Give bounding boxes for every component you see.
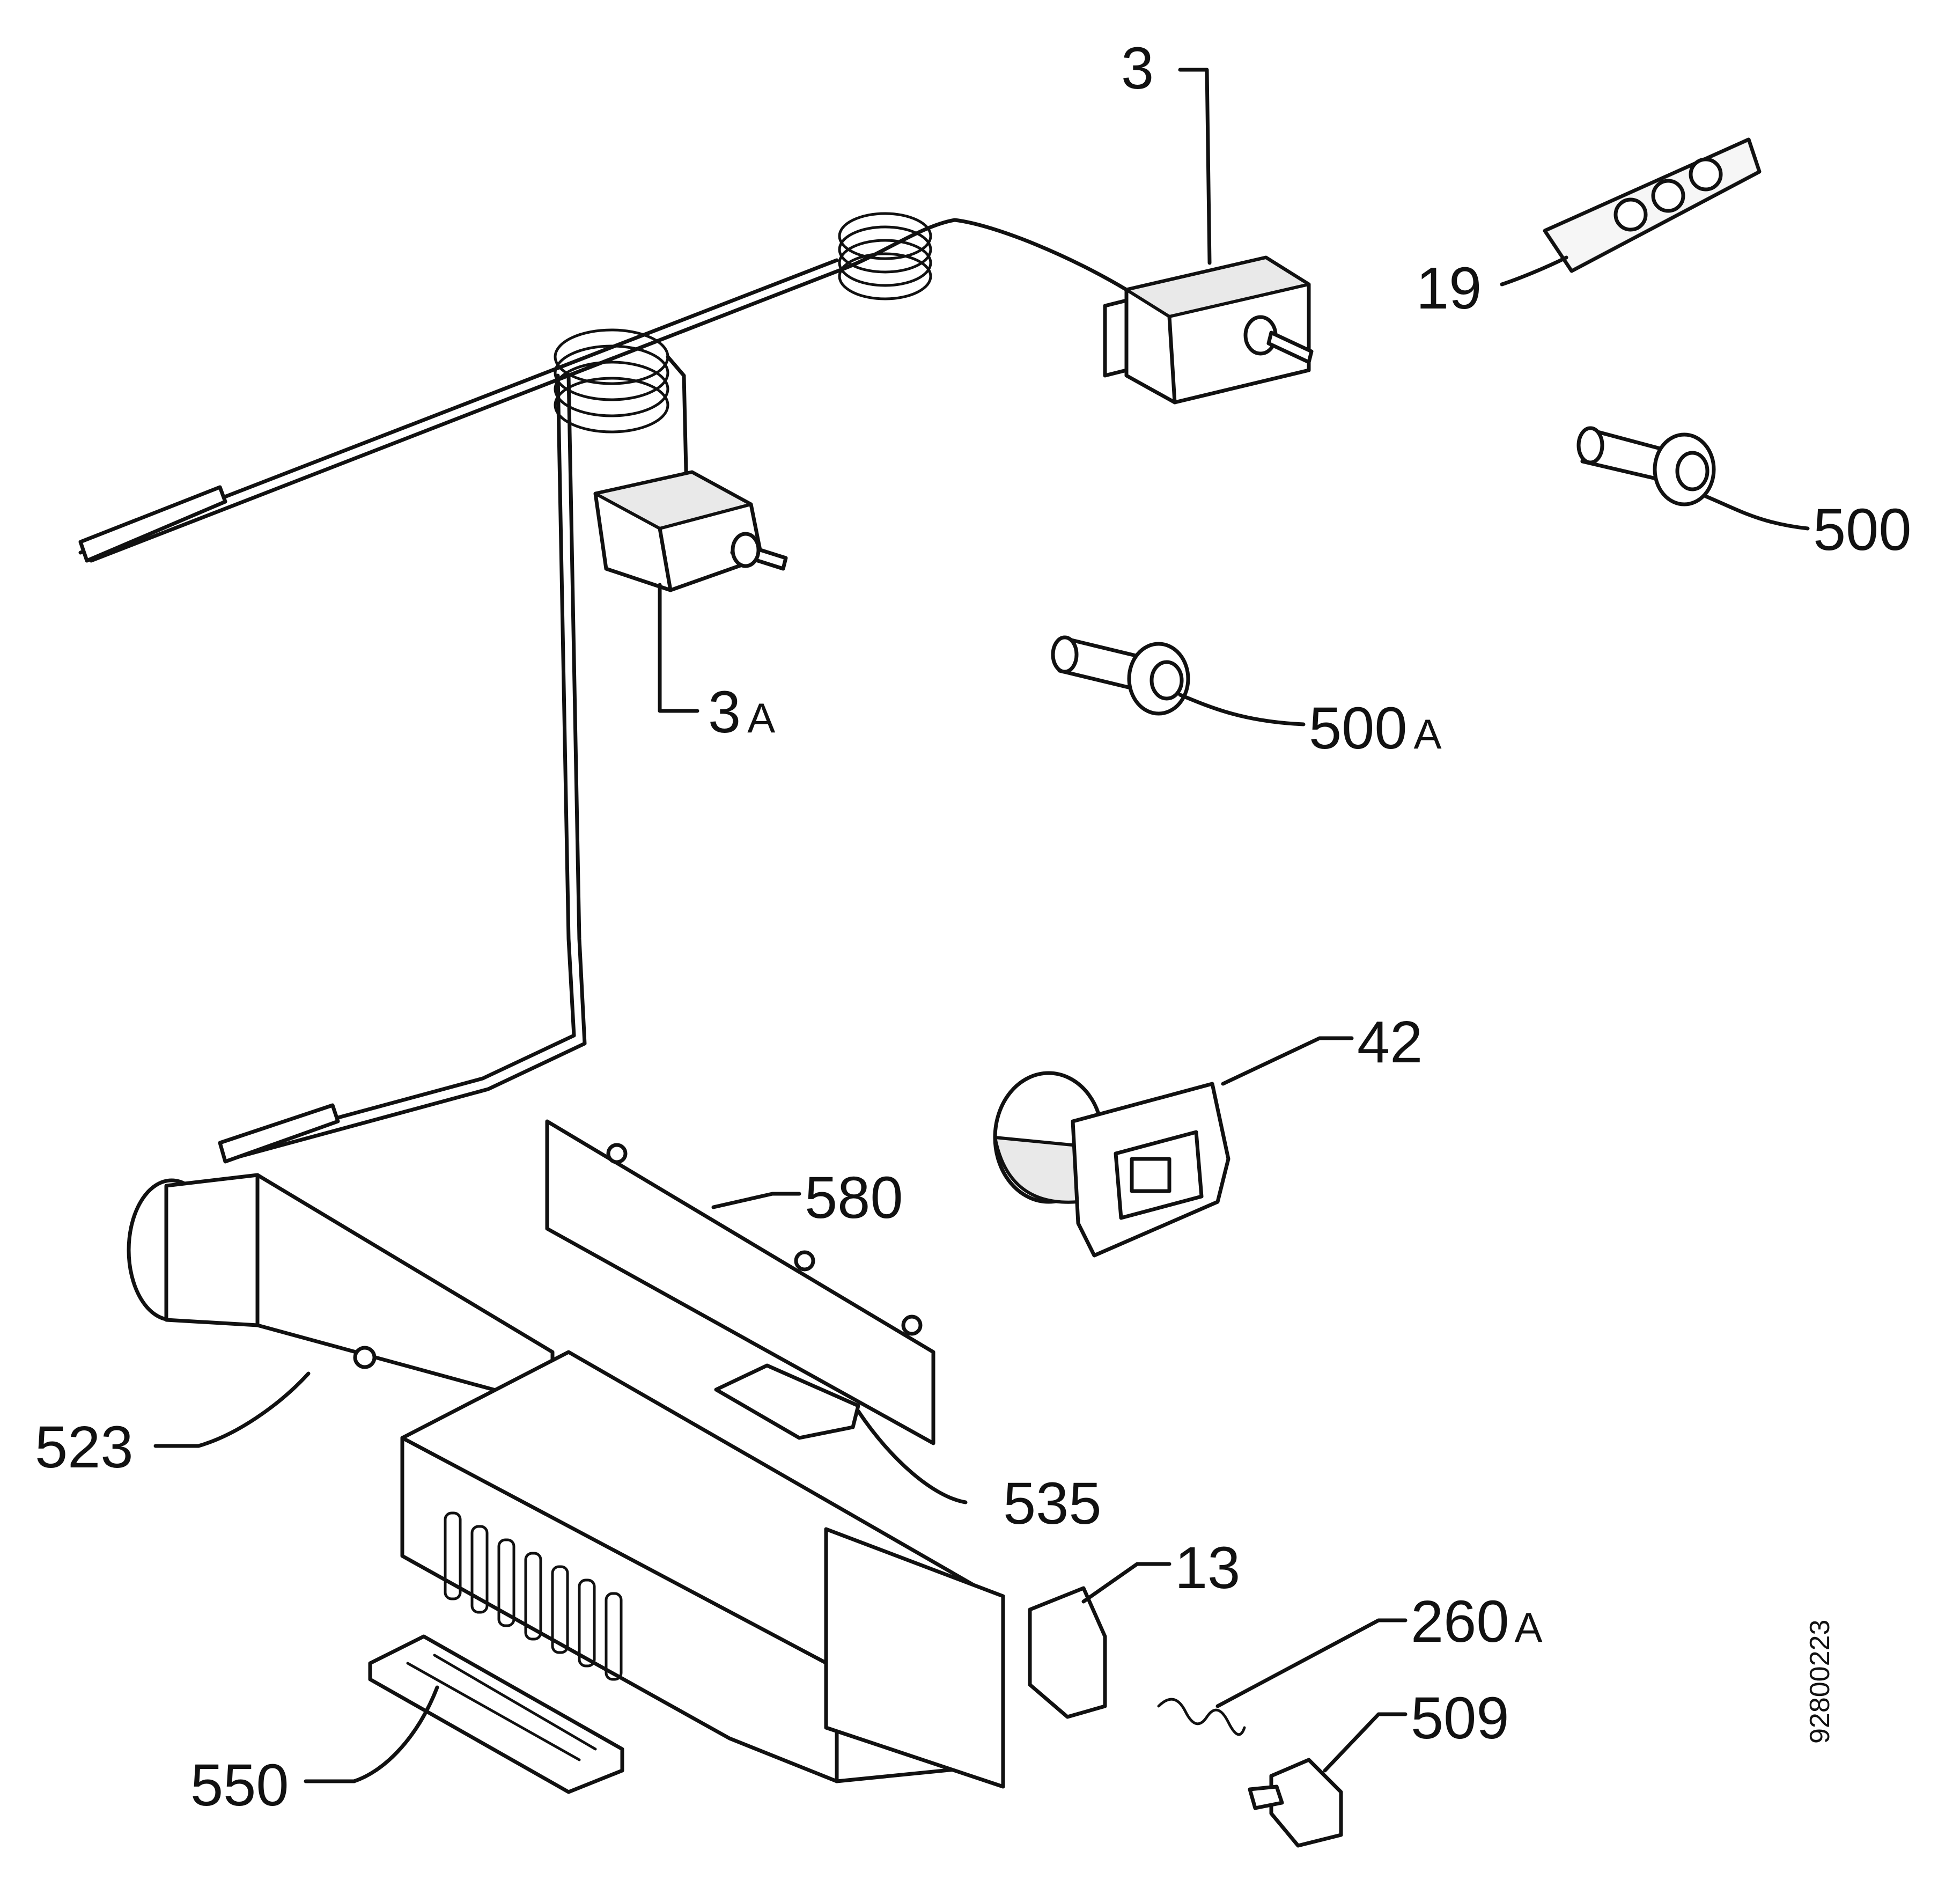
light-cover-580 [545, 1119, 935, 1445]
air-duct-523 [127, 1173, 555, 1408]
callout-3a-number: 3 [708, 679, 741, 745]
thermostat-3a [593, 470, 788, 592]
leader-19 [1500, 255, 1568, 287]
control-board-19 [1543, 137, 1762, 273]
leader-500a [1178, 693, 1306, 726]
housing-vents [444, 1511, 623, 1681]
leader-lines [153, 68, 1810, 1783]
leader-260a [1215, 1618, 1408, 1708]
button-509 [1248, 1758, 1343, 1848]
capillary-tube-upper [78, 212, 1129, 563]
callout-19: 19 [1416, 255, 1482, 321]
switch-535 [714, 1363, 860, 1440]
callout-42: 42 [1357, 1009, 1423, 1075]
callout-260a-number: 260 [1411, 1589, 1509, 1655]
callout-500a-suffix: A [1414, 710, 1442, 758]
leader-580 [711, 1192, 801, 1209]
callout-260a-suffix: A [1515, 1604, 1543, 1651]
leader-3a [658, 583, 699, 713]
callout-500a-number: 500 [1309, 695, 1408, 761]
thermostat-3 [1103, 255, 1314, 405]
callout-509: 509 [1411, 1685, 1509, 1751]
callout-13: 13 [1175, 1535, 1240, 1601]
callout-3a-suffix: A [747, 694, 775, 741]
spring-260a [1157, 1698, 1246, 1736]
leader-3 [1178, 68, 1212, 265]
lamp-housing [400, 1350, 1005, 1789]
capillary-tube-lower [218, 328, 689, 1164]
callout-523: 523 [35, 1414, 134, 1480]
drawing-code: 92800223 [1804, 1620, 1836, 1744]
callout-580: 580 [805, 1165, 903, 1231]
leader-535 [856, 1409, 968, 1504]
callout-550: 550 [190, 1752, 289, 1818]
leader-509 [1323, 1712, 1408, 1773]
leader-550 [304, 1685, 439, 1783]
lamp-holder-42 [993, 1071, 1230, 1258]
callout-3: 3 [1121, 35, 1154, 101]
leader-523 [153, 1371, 311, 1448]
callout-535: 535 [1003, 1471, 1102, 1537]
leader-500 [1704, 494, 1810, 531]
callout-500: 500 [1813, 497, 1912, 563]
socket-13 [1028, 1586, 1107, 1719]
grille-550 [368, 1634, 624, 1794]
knob-500 [1576, 426, 1716, 506]
knob-500a [1051, 635, 1190, 716]
leader-13 [1081, 1562, 1171, 1604]
leader-42 [1221, 1036, 1354, 1086]
